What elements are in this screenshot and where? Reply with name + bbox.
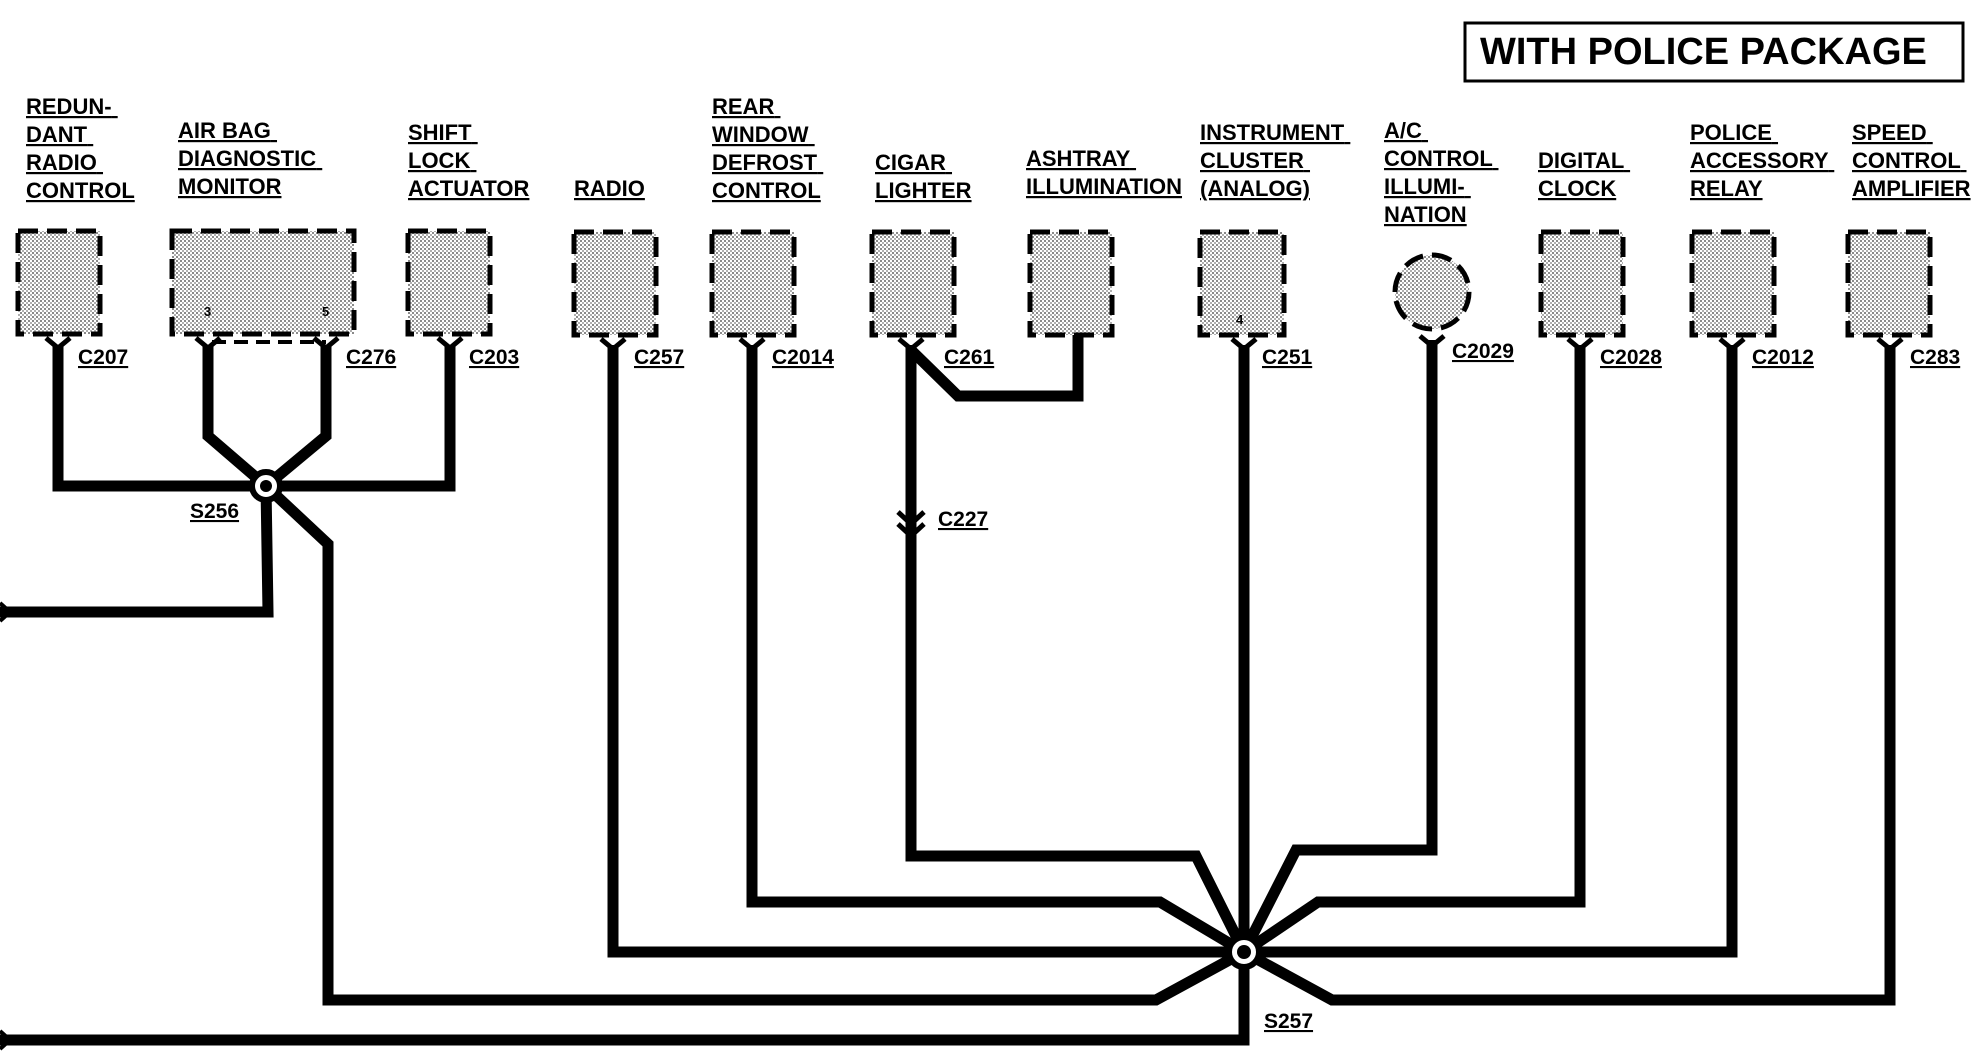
component-boxes xyxy=(15,228,1933,338)
label-ac-control-illumination: A/C CONTROL ILLUMI- NATION xyxy=(1384,118,1499,227)
connector-label: C203 xyxy=(469,346,519,369)
pin-number: 4 xyxy=(1236,312,1244,327)
pin-number: 3 xyxy=(204,304,211,319)
box-instrument-cluster xyxy=(1197,229,1287,338)
box-radio xyxy=(571,229,659,338)
connector-label: C251 xyxy=(1262,346,1313,369)
label-rear-window-defrost-control: REAR WINDOW DEFROST CONTROL xyxy=(712,94,823,203)
connector-label: C2012 xyxy=(1752,346,1814,369)
connector-label: C261 xyxy=(944,346,995,369)
connector-terminals xyxy=(44,334,1904,540)
connector-label: C257 xyxy=(634,346,684,369)
label-speed-control-amplifier: SPEED CONTROL AMPLIFIER xyxy=(1852,120,1971,201)
label-shift-lock-actuator: SHIFT LOCK ACTUATOR xyxy=(408,120,530,201)
box-ac-control-illumination xyxy=(1392,252,1472,332)
box-shift-lock-actuator xyxy=(405,228,493,337)
off-page-arrow xyxy=(0,1029,13,1051)
connector-label: C2014 xyxy=(772,346,834,369)
box-air-bag-diagnostic-monitor xyxy=(169,228,357,337)
box-digital-clock xyxy=(1538,229,1626,338)
label-police-accessory-relay: POLICE ACCESSORY RELAY xyxy=(1690,120,1834,201)
connector-label: C276 xyxy=(346,346,396,369)
splice-label-s256: S256 xyxy=(190,500,239,523)
label-cigar-lighter: CIGAR LIGHTER xyxy=(875,150,972,203)
label-air-bag-diagnostic-monitor: AIR BAG DIAGNOSTIC MONITOR xyxy=(178,118,322,199)
box-ashtray-illumination xyxy=(1027,229,1115,338)
component-labels: REDUN- DANT RADIO CONTROL AIR BAG DIAGNO… xyxy=(26,94,1971,227)
connector-label-c227: C227 xyxy=(938,508,988,531)
box-rear-window-defrost-control xyxy=(709,229,797,338)
page-title: WITH POLICE PACKAGE xyxy=(1480,31,1927,73)
connector-labels: C207 C276 C203 C257 C2014 C261 C251 C202… xyxy=(78,340,1960,531)
label-radio: RADIO xyxy=(574,176,645,201)
box-redundant-radio-control xyxy=(15,228,103,337)
connector-label: C207 xyxy=(78,346,128,369)
off-page-arrow xyxy=(0,601,13,623)
splice-label-s257: S257 xyxy=(1264,1010,1313,1033)
splice-s256 xyxy=(249,469,283,503)
box-speed-control-amplifier xyxy=(1845,229,1933,338)
title-box xyxy=(1463,21,1965,83)
label-digital-clock: DIGITAL CLOCK xyxy=(1538,148,1630,201)
pin-number: 5 xyxy=(322,304,329,319)
connector-label: C2028 xyxy=(1600,346,1662,369)
connector-label: C2029 xyxy=(1452,340,1514,363)
splice-s257 xyxy=(1226,934,1262,970)
label-instrument-cluster: INSTRUMENT CLUSTER (ANALOG) xyxy=(1200,120,1350,201)
wires xyxy=(0,335,1896,1046)
box-cigar-lighter xyxy=(869,229,957,338)
box-police-accessory-relay xyxy=(1689,229,1777,338)
label-redundant-radio-control: REDUN- DANT RADIO CONTROL xyxy=(26,94,135,203)
label-ashtray-illumination: ASHTRAY ILLUMINATION xyxy=(1026,146,1182,199)
connector-label: C283 xyxy=(1910,346,1960,369)
